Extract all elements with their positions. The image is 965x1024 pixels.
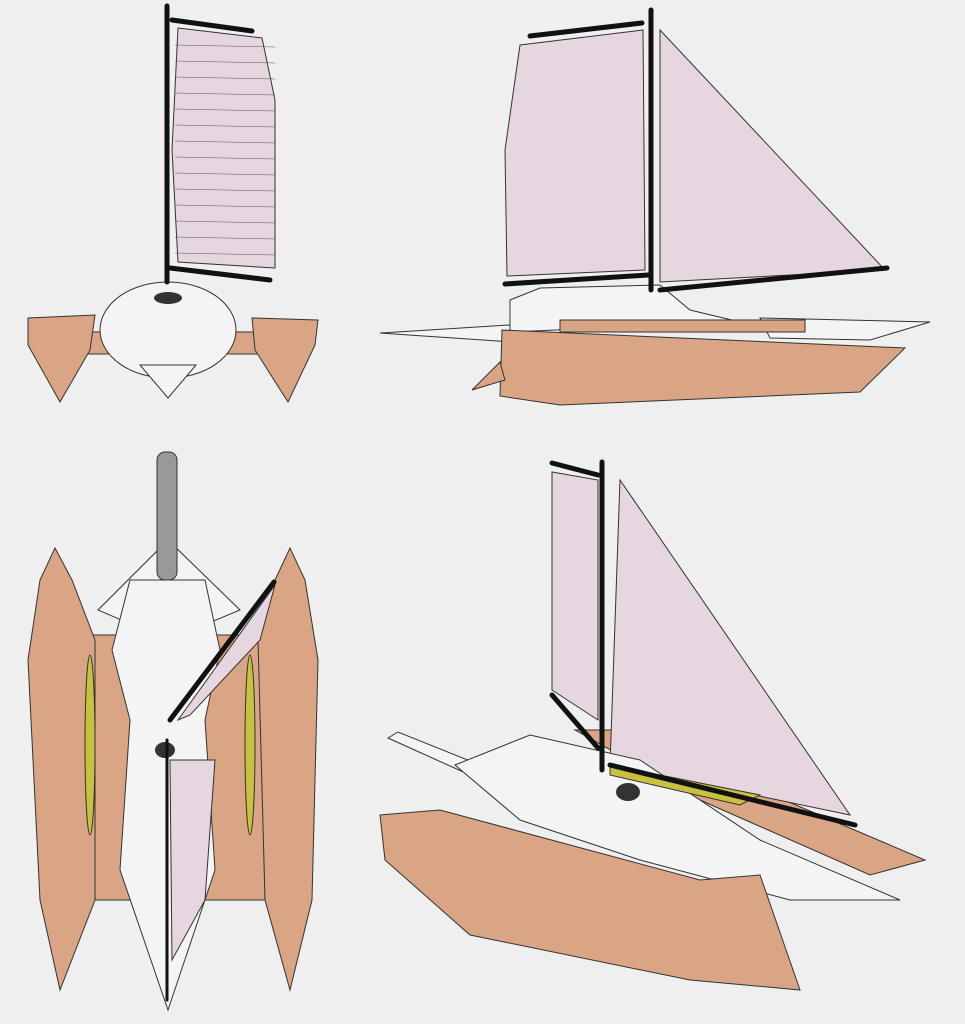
side-jib-boom [657, 265, 890, 293]
persp-main-boom [549, 692, 601, 751]
top-main-sail [176, 584, 276, 722]
front-sail [171, 27, 276, 269]
side-deck-rail [559, 319, 806, 333]
front-keel [138, 364, 198, 399]
side-top-gaff [527, 20, 645, 39]
front-hatch [154, 292, 182, 304]
front-right-float [251, 317, 319, 404]
persp-front-float [379, 809, 801, 991]
persp-main-sail [551, 471, 599, 721]
top-boom [167, 579, 277, 723]
persp-top-gaff [549, 460, 601, 478]
front-top-boom [169, 17, 255, 34]
front-bottom-boom [167, 265, 273, 283]
top-left-float [27, 546, 96, 992]
side-bowsprit [379, 324, 513, 343]
top-right-panel [244, 654, 256, 836]
front-view [27, 3, 319, 404]
top-view [27, 451, 319, 1012]
persp-jib-boom [607, 762, 858, 828]
front-sail-grid [174, 44, 276, 256]
front-left-float [27, 314, 96, 404]
top-jib-sail [169, 759, 216, 962]
perspective-view [379, 459, 927, 991]
top-bow-pole [156, 451, 178, 581]
side-jib-sail [659, 28, 887, 283]
side-main-boom [502, 272, 651, 287]
side-rudder [471, 361, 506, 391]
side-main-sail [504, 29, 646, 277]
top-left-panel [84, 654, 96, 836]
side-view [379, 7, 931, 406]
top-hatch [155, 742, 175, 758]
top-right-float [257, 546, 319, 992]
side-hull [499, 329, 907, 406]
persp-center-hull [454, 734, 901, 901]
persp-hatch [616, 783, 640, 801]
